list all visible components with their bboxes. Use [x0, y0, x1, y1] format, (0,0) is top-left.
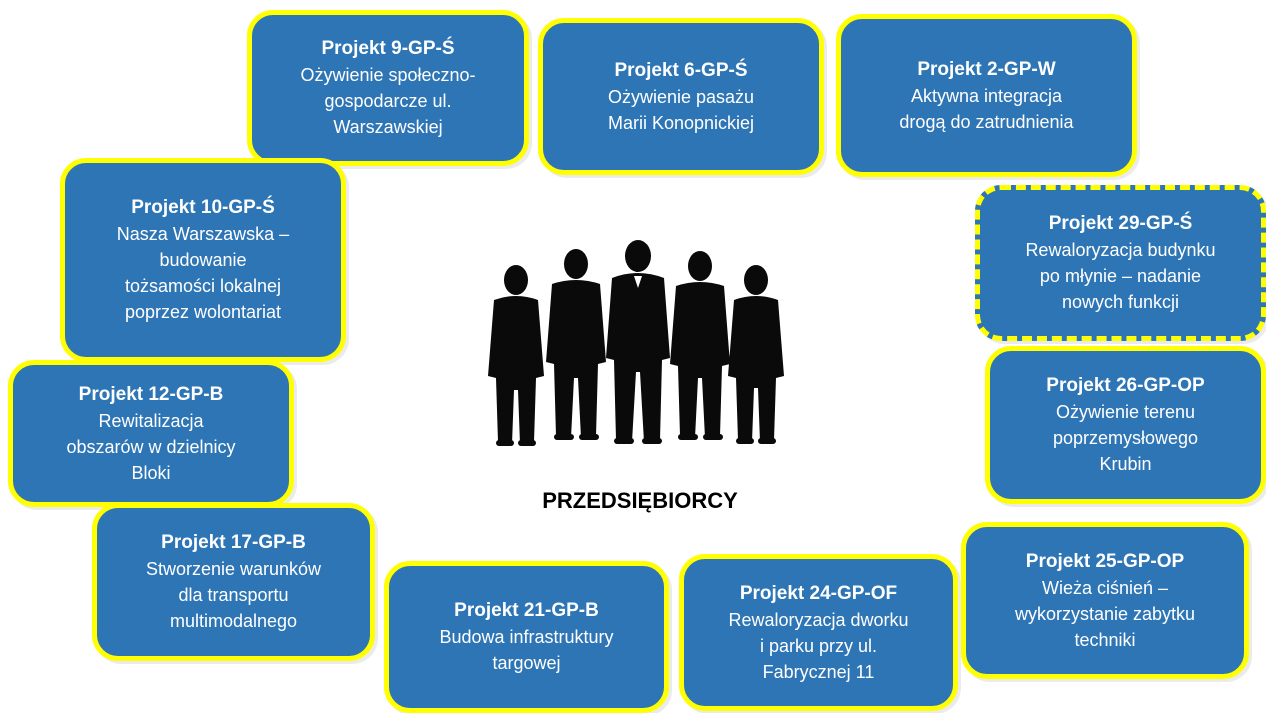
- project-title: Projekt 2-GP-W: [917, 58, 1056, 80]
- project-25-box: Projekt 25-GP-OP Wieża ciśnień –wykorzys…: [961, 522, 1249, 679]
- project-title: Projekt 6-GP-Ś: [614, 59, 748, 81]
- project-title: Projekt 29-GP-Ś: [1048, 213, 1193, 234]
- person-silhouette: [488, 265, 544, 446]
- center-label: PRZEDSIĘBIORCY: [542, 488, 738, 513]
- person-silhouette: [670, 251, 730, 440]
- project-title: Projekt 25-GP-OP: [1025, 550, 1185, 572]
- project-title: Projekt 9-GP-Ś: [321, 38, 455, 59]
- project-title: Projekt 10-GP-Ś: [131, 197, 275, 218]
- project-title: Projekt 17-GP-B: [161, 532, 306, 553]
- businessmen-silhouettes: [488, 240, 784, 446]
- project-10-box: Projekt 10-GP-Ś Nasza Warszawska –budowa…: [60, 158, 346, 362]
- project-title: Projekt 12-GP-B: [78, 383, 224, 405]
- person-silhouette: [728, 265, 784, 444]
- project-title: Projekt 26-GP-OP: [1046, 375, 1205, 396]
- person-silhouette: [606, 240, 670, 444]
- project-9-box: Projekt 9-GP-Ś Ożywienie społeczno-gospo…: [247, 10, 529, 166]
- person-silhouette: [546, 249, 606, 440]
- project-description: Ożywienie społeczno-gospodarcze ul.Warsz…: [300, 65, 476, 137]
- project-title: Projekt 24-GP-OF: [739, 582, 898, 604]
- project-title: Projekt 21-GP-B: [454, 600, 599, 621]
